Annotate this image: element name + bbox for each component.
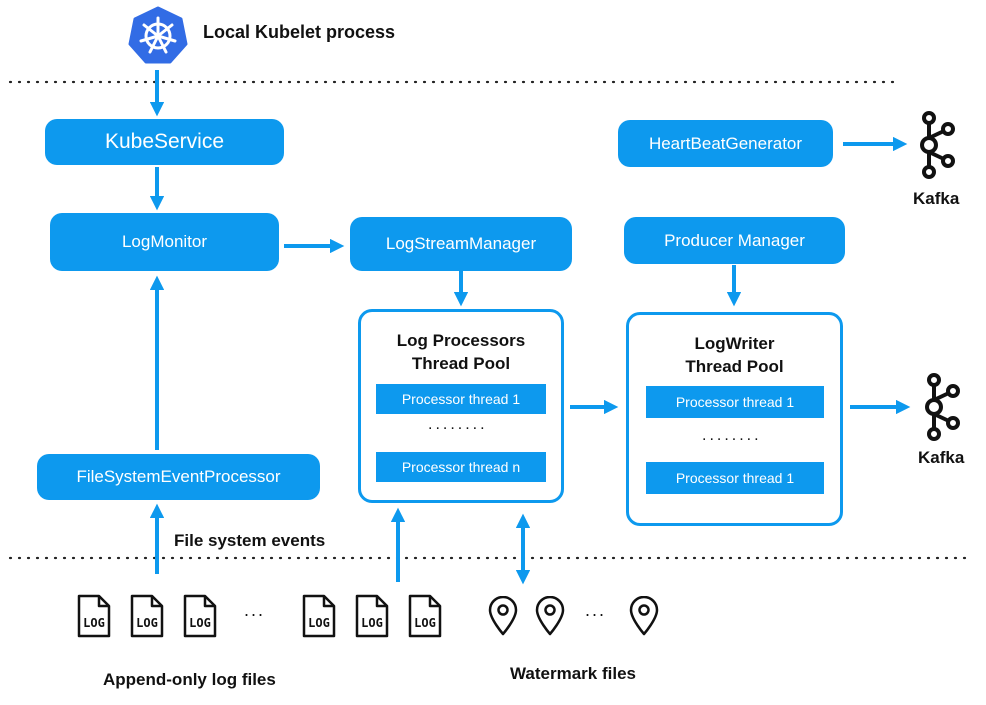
kubernetes-icon	[128, 6, 188, 64]
logmonitor-box: LogMonitor	[50, 213, 279, 271]
log-file-text: LOG	[308, 616, 330, 630]
log-file-icon: LOG	[182, 594, 218, 643]
log-file-icon: LOG	[354, 594, 390, 643]
location-pin-icon	[487, 595, 519, 641]
writer-ellipsis: ........	[702, 427, 762, 444]
log-files-caption: Append-only log files	[103, 670, 276, 689]
writer-pool-title-line1: LogWriter	[694, 334, 775, 353]
processors-thread-pool: Log Processors Thread Pool Processor thr…	[358, 309, 564, 503]
log-file-text: LOG	[136, 616, 158, 630]
kafka-label-top: Kafka	[913, 189, 960, 208]
writer-thread-first: Processor thread 1	[646, 386, 824, 418]
processors-ellipsis: ........	[428, 416, 488, 433]
processors-pool-title-line1: Log Processors	[396, 331, 526, 350]
kafka-icon	[925, 373, 960, 441]
fs-events-label: File system events	[174, 531, 326, 550]
processor-thread-n: Processor thread n	[376, 452, 546, 482]
location-pin-icon	[628, 595, 660, 641]
heartbeatgenerator-box: HeartBeatGenerator	[618, 120, 833, 167]
filesystemeventprocessor-box: FileSystemEventProcessor	[37, 454, 320, 500]
logstreammanager-box: LogStreamManager	[350, 217, 572, 271]
log-file-text: LOG	[189, 616, 211, 630]
producermanager-box: Producer Manager	[624, 217, 845, 264]
kubelet-label: Local Kubelet process	[203, 22, 396, 42]
kubeservice-box: KubeService	[45, 119, 284, 165]
log-file-text: LOG	[414, 616, 436, 630]
processors-pool-title-line2: Thread Pool	[411, 354, 511, 373]
log-file-icon: LOG	[407, 594, 443, 643]
log-file-icon: LOG	[76, 594, 112, 643]
log-file-text: LOG	[361, 616, 383, 630]
writer-pool-title-line2: Thread Pool	[685, 357, 784, 376]
kafka-label-bottom: Kafka	[918, 448, 965, 467]
kafka-icon	[920, 111, 955, 179]
logwriter-thread-pool: LogWriter Thread Pool Processor thread 1…	[626, 312, 843, 526]
watermark-files-caption: Watermark files	[510, 664, 636, 683]
log-file-icon: LOG	[301, 594, 337, 643]
log-file-icon: LOG	[129, 594, 165, 643]
processor-thread-1: Processor thread 1	[376, 384, 546, 414]
watermark-ellipsis: ...	[585, 600, 607, 620]
location-pin-icon	[534, 595, 566, 641]
log-files-ellipsis: ...	[244, 600, 266, 620]
log-file-text: LOG	[83, 616, 105, 630]
writer-thread-last: Processor thread 1	[646, 462, 824, 494]
